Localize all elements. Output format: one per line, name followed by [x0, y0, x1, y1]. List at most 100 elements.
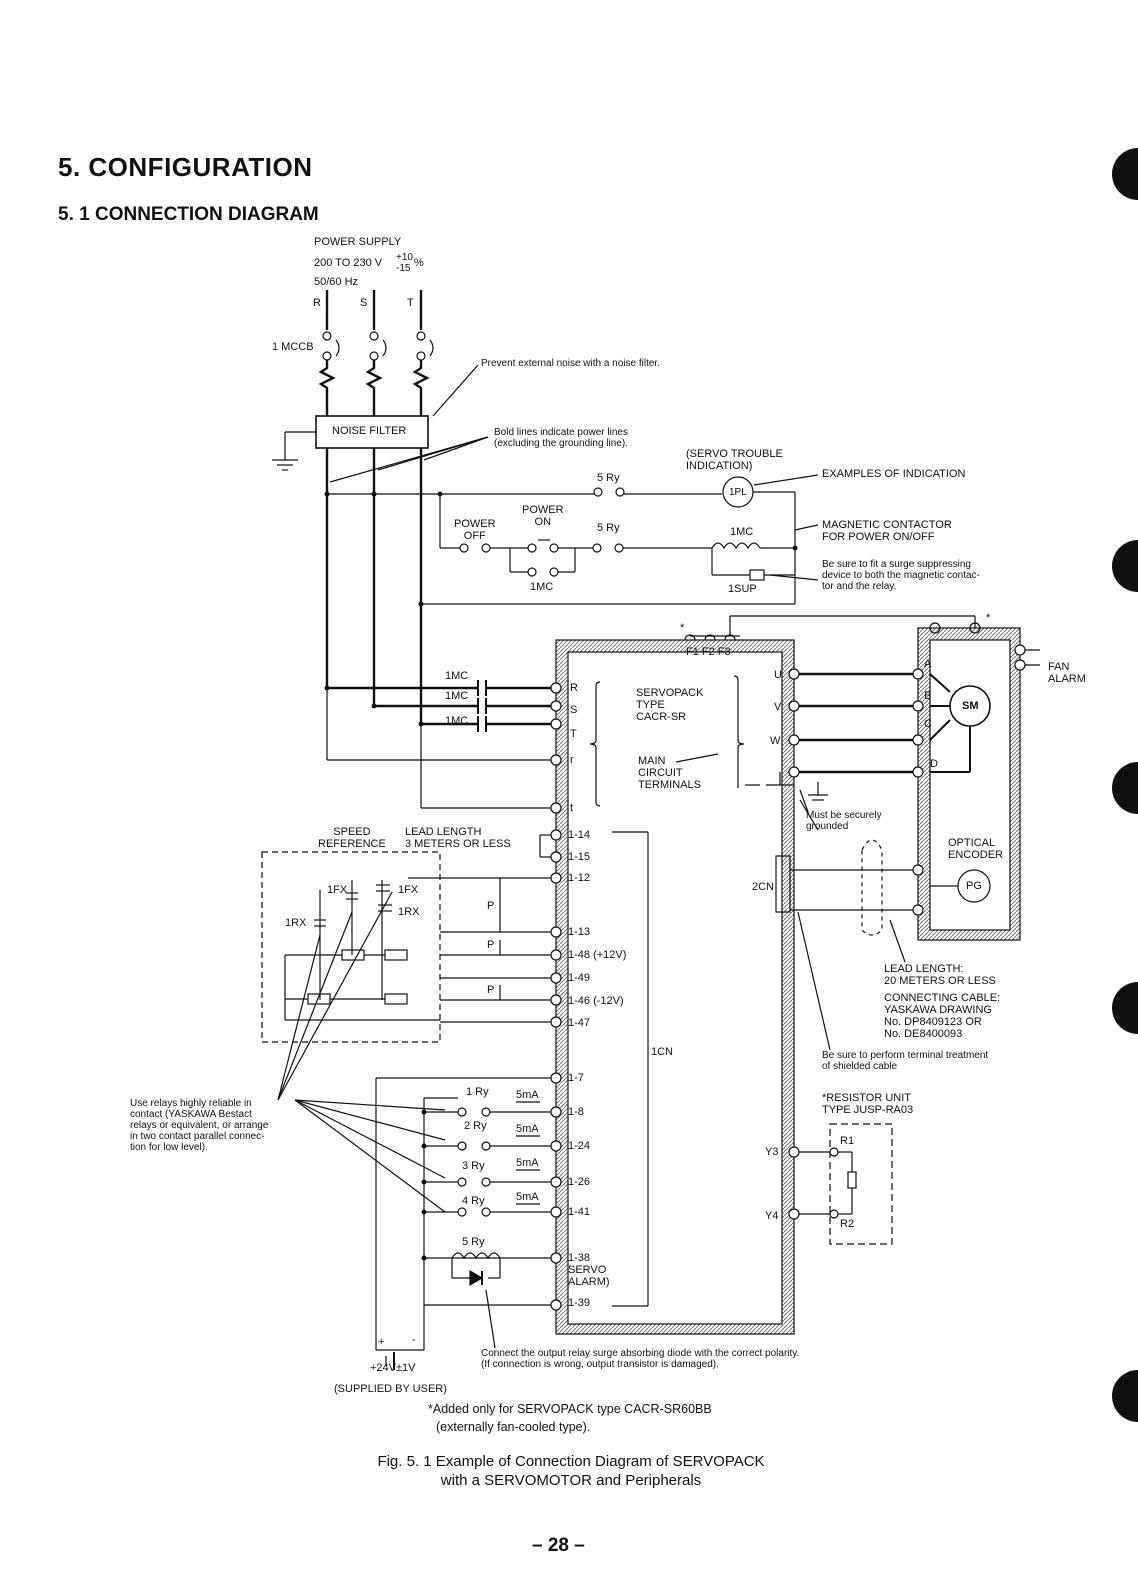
current-label-4: 5mA	[516, 1191, 539, 1203]
surge-suppressor-label: 1SUP	[728, 583, 757, 595]
relay-5ry-mid-label: 5 Ry	[597, 522, 620, 534]
noise-filter-box-label: NOISE FILTER	[332, 425, 407, 437]
relay-3ry-label: 3 Ry	[462, 1160, 485, 1172]
cn1-pin-14: 1-14	[568, 829, 591, 841]
asterisk-fuse: *	[680, 622, 685, 634]
tolerance-plus: +10	[396, 252, 413, 263]
relay-1fx-contact-label: 1FX	[398, 884, 419, 896]
relay-1ry-label: 1 Ry	[466, 1086, 489, 1098]
grounding-note: Must be securely grounded	[806, 810, 882, 832]
connector-2cn-label: 2CN	[752, 881, 775, 893]
connector-1cn-label: 1CN	[651, 1046, 674, 1058]
servomotor-label: SM	[962, 700, 979, 712]
cn1-pin-8: 1-8	[568, 1106, 584, 1118]
terminal-y4-label: Y4	[765, 1210, 779, 1222]
supply-minus-label: -	[412, 1334, 416, 1346]
footnote-line-1: *Added only for SERVOPACK type CACR-SR60…	[428, 1402, 712, 1416]
cn1-pin-49: 1-49	[568, 972, 591, 984]
lead-length-long-label: LEAD LENGTH: 20 METERS OR LESS	[884, 963, 996, 987]
resistor-r1-label: R1	[840, 1135, 855, 1147]
relay-5ry-out-label: 5 Ry	[462, 1236, 485, 1248]
figure-caption: Fig. 5. 1 Example of Connection Diagram …	[336, 1452, 806, 1490]
mc-coil-label: 1MC	[730, 526, 754, 538]
motor-terminal-d: D	[930, 758, 938, 770]
cn1-pin-38: 1-38 SERVO ALARM)	[568, 1252, 610, 1288]
terminal-t-label: T	[570, 728, 577, 740]
relay-1rx-contact-label: 1RX	[398, 906, 420, 918]
page-number: – 28 –	[532, 1535, 585, 1556]
cn1-pin-39: 1-39	[568, 1297, 591, 1309]
terminal-s-label: S	[570, 704, 578, 716]
power-off-label: POWER OFF	[454, 518, 496, 542]
power-on-label: POWER ON	[522, 504, 564, 528]
surge-suppressor-note: Be sure to fit a surge suppressing devic…	[822, 559, 980, 592]
tolerance-minus: -15	[396, 263, 411, 274]
voltage-label: 200 TO 230 V	[314, 257, 383, 269]
caption-line-2: with a SERVOMOTOR and Peripherals	[440, 1472, 702, 1489]
pulse-generator-label: PG	[966, 880, 982, 892]
speed-reference-label: SPEED REFERENCE	[318, 826, 386, 850]
shielded-cable-note: Be sure to perform terminal treatment of…	[822, 1050, 989, 1072]
fuse-terminal-labels: F1 F2 F3	[686, 646, 731, 658]
optical-encoder-label: OPTICAL ENCODER	[948, 837, 1004, 861]
phase-s-label: S	[360, 297, 368, 309]
terminal-u-label: U	[774, 669, 782, 681]
current-label-1: 5mA	[516, 1089, 539, 1101]
relay-2ry-label: 2 Ry	[464, 1120, 487, 1132]
terminal-t-control-label: t	[570, 802, 574, 814]
terminal-w-label: W	[770, 735, 781, 747]
twisted-pair-label-3: P	[487, 984, 495, 996]
cn1-pin-12: 1-12	[568, 872, 591, 884]
fan-alarm-label: FAN ALARM	[1048, 661, 1086, 685]
relay-4ry-label: 4 Ry	[462, 1195, 485, 1207]
relay-5ry-top-label: 5 Ry	[597, 472, 620, 484]
resistor-unit-label: *RESISTOR UNIT TYPE JUSP-RA03	[822, 1092, 914, 1116]
supplied-by-user-label: (SUPPLIED BY USER)	[334, 1383, 447, 1395]
bold-lines-note: Bold lines indicate power lines (excludi…	[494, 427, 628, 449]
relay-1rx-label: 1RX	[285, 917, 307, 929]
mc-contact-s-label: 1MC	[445, 690, 469, 702]
lead-length-short-label: LEAD LENGTH 3 METERS OR LESS	[405, 826, 511, 850]
motor-terminal-b: B	[924, 690, 932, 702]
mccb-label: 1 MCCB	[272, 341, 314, 353]
cn1-pin-26: 1-26	[568, 1176, 591, 1188]
mc-contact-t-label: 1MC	[445, 715, 469, 727]
power-supply-label: POWER SUPPLY	[314, 236, 402, 248]
phase-r-label: R	[313, 297, 321, 309]
connecting-cable-label: CONNECTING CABLE: YASKAWA DRAWING No. DP…	[884, 992, 1001, 1040]
asterisk-fan: *	[986, 612, 991, 624]
cn1-pin-48: 1-48 (+12V)	[568, 949, 627, 961]
terminal-r-label: R	[570, 682, 578, 694]
terminal-y3-label: Y3	[765, 1146, 779, 1158]
magnetic-contactor-label: MAGNETIC CONTACTOR FOR POWER ON/OFF	[822, 519, 952, 543]
pilot-lamp-label: 1PL	[729, 487, 747, 498]
examples-of-indication: EXAMPLES OF INDICATION	[822, 468, 966, 480]
cn1-pin-15: 1-15	[568, 851, 591, 863]
terminal-r-control-label: r	[570, 754, 574, 766]
relays-reliability-note: Use relays highly reliable in contact (Y…	[130, 1098, 269, 1153]
current-label-2: 5mA	[516, 1123, 539, 1135]
relay-1fx-label: 1FX	[327, 884, 348, 896]
noise-filter-note: Prevent external noise with a noise filt…	[481, 358, 660, 369]
current-label-3: 5mA	[516, 1157, 539, 1169]
motor-terminal-c: C	[924, 718, 932, 730]
main-circuit-terminals-label: MAIN CIRCUIT TERMINALS	[638, 755, 701, 791]
terminal-v-label: V	[774, 701, 782, 713]
subsection-title: 5. 1 CONNECTION DIAGRAM	[58, 204, 319, 225]
footnote: *Added only for SERVOPACK type CACR-SR60…	[428, 1400, 712, 1436]
cn1-pin-13: 1-13	[568, 926, 591, 938]
cn1-pin-47: 1-47	[568, 1017, 591, 1029]
caption-line-1: Fig. 5. 1 Example of Connection Diagram …	[377, 1453, 765, 1470]
section-title: 5. CONFIGURATION	[58, 152, 313, 182]
cn1-pin-24: 1-24	[568, 1140, 591, 1152]
mc-contact-r-label: 1MC	[445, 670, 469, 682]
twisted-pair-label-2: P	[487, 939, 495, 951]
frequency-label: 50/60 Hz	[314, 276, 359, 288]
cn1-pin-7: 1-7	[568, 1072, 584, 1084]
mc-hold-label: 1MC	[530, 581, 554, 593]
twisted-pair-label-1: P	[487, 900, 495, 912]
tolerance-unit: %	[414, 257, 424, 269]
phase-t-label: T	[407, 297, 414, 309]
servo-trouble-indication: (SERVO TROUBLE INDICATION)	[686, 448, 783, 472]
